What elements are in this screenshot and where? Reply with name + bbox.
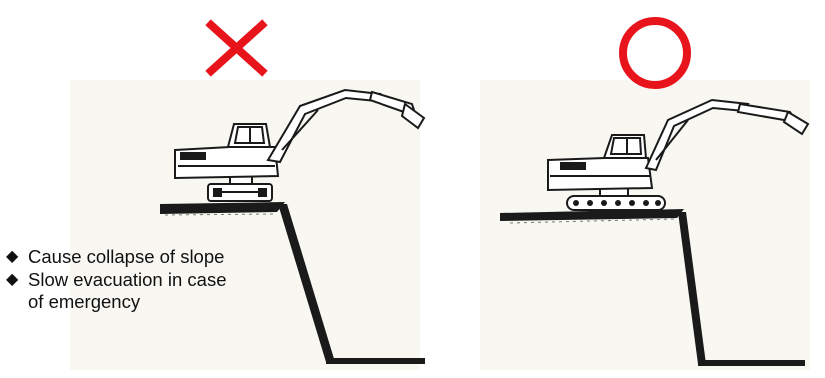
note-item: ◆ Slow evacuation in case of emergency — [6, 269, 246, 314]
note-text: Slow evacuation in case of emergency — [28, 269, 246, 314]
note-item: ◆ Cause collapse of slope — [6, 246, 246, 269]
diamond-bullet-icon: ◆ — [6, 246, 28, 269]
paper-background-right — [480, 80, 810, 370]
diamond-bullet-icon: ◆ — [6, 269, 28, 292]
notes-list: ◆ Cause collapse of slope ◆ Slow evacuat… — [6, 246, 246, 314]
cross-icon — [211, 25, 262, 71]
note-text: Cause collapse of slope — [28, 246, 246, 269]
circle-icon — [623, 21, 687, 85]
